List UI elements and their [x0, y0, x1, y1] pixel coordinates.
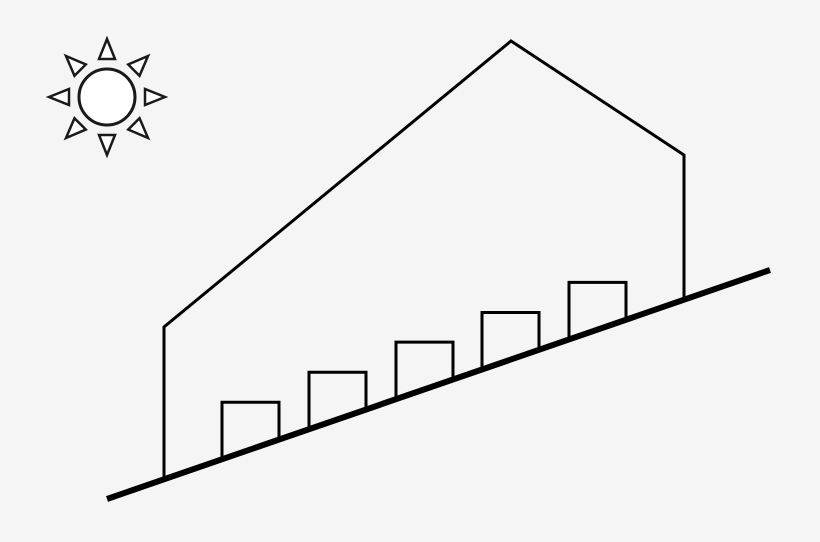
planter-box — [220, 400, 281, 460]
planter-box — [480, 310, 541, 370]
sun-ray-icon — [45, 87, 71, 107]
sun-ray-icon — [97, 35, 117, 61]
building-outline — [162, 39, 686, 478]
sloped-ground-line — [106, 267, 771, 502]
sun-ray-icon — [63, 116, 88, 141]
planter-box — [307, 370, 368, 430]
sun-ray-icon — [126, 53, 151, 78]
planter-box — [567, 280, 628, 340]
sun-ray-icon — [126, 116, 151, 141]
sun-ray-icon — [63, 53, 88, 78]
sun-ray-icon — [97, 133, 117, 159]
sun-rays — [45, 35, 169, 159]
sun-icon — [45, 35, 169, 159]
planter-box — [394, 340, 455, 400]
sun-ray-icon — [143, 87, 169, 107]
planter-boxes — [220, 280, 628, 460]
sun-disc — [77, 67, 137, 127]
